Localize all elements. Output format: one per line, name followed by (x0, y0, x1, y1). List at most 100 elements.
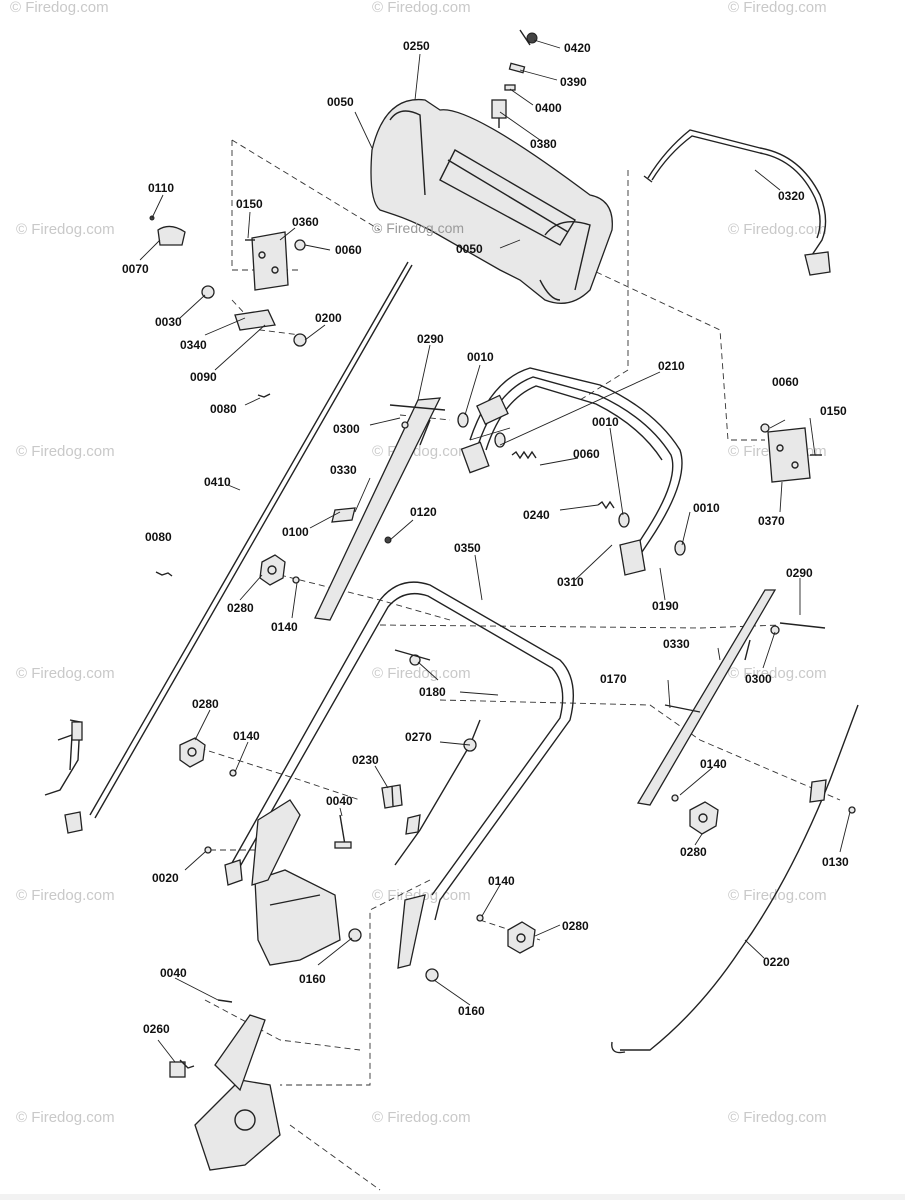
lower-left-bracket (204, 799, 362, 966)
part-label: 0010 (467, 350, 494, 364)
part-label: 0140 (700, 757, 727, 771)
part-label: 0390 (560, 75, 587, 89)
part-label: 0060 (335, 243, 362, 257)
watermark: © Firedog.com (728, 221, 827, 238)
part-label: 0030 (155, 315, 182, 329)
right-bracket-part-0370 (760, 423, 822, 483)
springs-part-0240 (511, 450, 615, 510)
leader-lines (139, 39, 851, 1063)
part-label: 0270 (405, 730, 432, 744)
part-label: 0180 (419, 685, 446, 699)
part-label: 0330 (330, 463, 357, 477)
part-label: 0040 (160, 966, 187, 980)
part-label: 0300 (333, 422, 360, 436)
part-label: 0400 (535, 101, 562, 115)
part-label: 0010 (592, 415, 619, 429)
watermark: © Firedog.com (372, 665, 471, 682)
watermark: © Firedog.com (16, 443, 115, 460)
part-label: 0100 (282, 525, 309, 539)
watermark: © Firedog.com (16, 1109, 115, 1126)
part-label: 0370 (758, 514, 785, 528)
handle-panel-part-0250 (370, 98, 613, 304)
part-label: 0350 (454, 541, 481, 555)
top-small-parts (491, 29, 538, 128)
part-label: 0150 (820, 404, 847, 418)
part-label: 0080 (145, 530, 172, 544)
part-label: 0220 (763, 955, 790, 969)
knob-part-0280-right (689, 801, 719, 835)
left-bracket-assembly (149, 215, 307, 398)
part-label: 0280 (227, 601, 254, 615)
part-label: 0140 (271, 620, 298, 634)
part-label: 0050 (456, 242, 483, 256)
watermark: © Firedog.com (372, 1109, 471, 1126)
watermark: © Firedog.com (728, 0, 827, 16)
part-label: 0200 (315, 311, 342, 325)
upper-handle-part-0210 (460, 367, 683, 576)
bail-bar-part-0320 (643, 129, 831, 276)
part-label: 0130 (822, 855, 849, 869)
part-label: 0260 (143, 1022, 170, 1036)
part-label: 0020 (152, 871, 179, 885)
knob-part-0280-left-mid (179, 737, 237, 777)
part-label: 0120 (410, 505, 437, 519)
watermark: © Firedog.com (728, 665, 827, 682)
part-label: 0190 (652, 599, 679, 613)
part-label: 0410 (204, 475, 231, 489)
left-upper-tube-part-0330 (314, 397, 446, 621)
part-label: 0280 (680, 845, 707, 859)
knob-part-0280-lower (507, 921, 536, 954)
part-label: 0320 (778, 189, 805, 203)
center-watermark: © Firedog.com (372, 220, 464, 236)
part-label: 0170 (600, 672, 627, 686)
part-label: 0340 (180, 338, 207, 352)
bolt-part-0040-mid (334, 814, 352, 849)
part-label: 0090 (190, 370, 217, 384)
clip-part-0230 (381, 784, 403, 809)
watermark: © Firedog.com (16, 221, 115, 238)
part-label: 0110 (148, 181, 174, 195)
part-label: 0010 (693, 501, 720, 515)
part-label: 0160 (458, 1004, 485, 1018)
part-label: 0160 (299, 972, 326, 986)
pins-part-0080 (155, 571, 173, 577)
part-label: 0380 (530, 137, 557, 151)
part-label: 0070 (122, 262, 149, 276)
part-label: 0050 (327, 95, 354, 109)
part-label: 0280 (192, 697, 219, 711)
part-label: 0140 (488, 874, 515, 888)
watermark: © Firedog.com (728, 1109, 827, 1126)
watermark: © Firedog.com (16, 887, 115, 904)
bottom-height-bracket (169, 999, 281, 1171)
bottom-strip (0, 1194, 905, 1200)
watermark: © Firedog.com (10, 0, 109, 16)
watermark: © Firedog.com (372, 443, 471, 460)
part-label: 0150 (236, 197, 263, 211)
part-label: 0230 (352, 753, 379, 767)
right-upper-tube-part-0330 (636, 589, 826, 806)
part-label: 0310 (557, 575, 584, 589)
cable-part-0410 (44, 261, 413, 834)
part-label: 0290 (786, 566, 813, 580)
part-label: 0210 (658, 359, 685, 373)
cable-part-0220 (611, 704, 859, 1054)
part-label: 0330 (663, 637, 690, 651)
part-label: 0290 (417, 332, 444, 346)
lower-middle-tube (397, 894, 484, 982)
watermark: © Firedog.com (728, 887, 827, 904)
watermark: © Firedog.com (372, 0, 471, 16)
part-label: 0250 (403, 39, 430, 53)
part-label: 0060 (573, 447, 600, 461)
part-label: 0240 (523, 508, 550, 522)
part-labels: 0420 0390 0400 0380 0250 0050 0050 0320 0110 0150… (122, 39, 849, 1036)
part-label: 0420 (564, 41, 591, 55)
part-label: 0040 (326, 794, 353, 808)
part-label: 0300 (745, 672, 772, 686)
watermark: © Firedog.com (16, 665, 115, 682)
knob-part-0280-left-top (259, 554, 300, 586)
part-label: 0280 (562, 919, 589, 933)
part-label: 0060 (772, 375, 799, 389)
part-label: 0080 (210, 402, 237, 416)
part-label: 0360 (292, 215, 319, 229)
